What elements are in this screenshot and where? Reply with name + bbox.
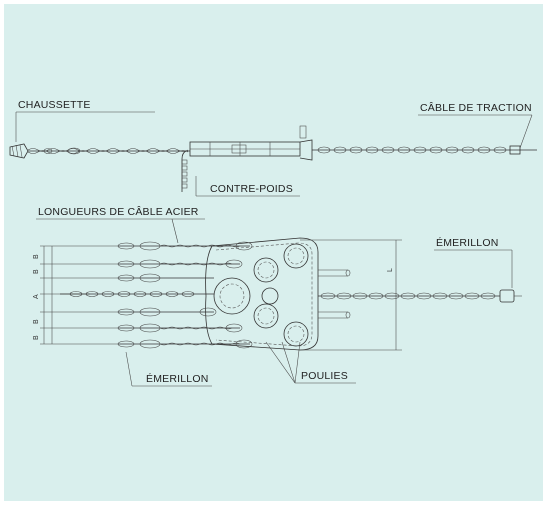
top-side-view <box>9 125 537 192</box>
label-contre-poids: CONTRE-POIDS <box>210 183 293 195</box>
label-emerillon-left: ÉMERILLON <box>146 373 209 385</box>
dim-b-2: B <box>33 269 40 274</box>
label-emerillon-right: ÉMERILLON <box>436 237 499 249</box>
dim-a: A <box>33 294 40 299</box>
label-cable-traction: CÂBLE DE TRACTION <box>420 102 532 114</box>
label-poulies: POULIES <box>301 370 348 382</box>
dim-l: L <box>387 268 394 272</box>
label-chaussette: CHAUSSETTE <box>18 99 91 111</box>
bottom-plan-view: B B A B B L <box>33 237 522 351</box>
dim-b-4: B <box>33 335 40 340</box>
leader-lines <box>15 111 533 387</box>
label-longueurs: LONGUEURS DE CÂBLE ACIER <box>38 206 199 218</box>
diagram-panel <box>4 4 543 501</box>
dim-b-3: B <box>33 319 40 324</box>
dim-b-1: B <box>33 254 40 259</box>
